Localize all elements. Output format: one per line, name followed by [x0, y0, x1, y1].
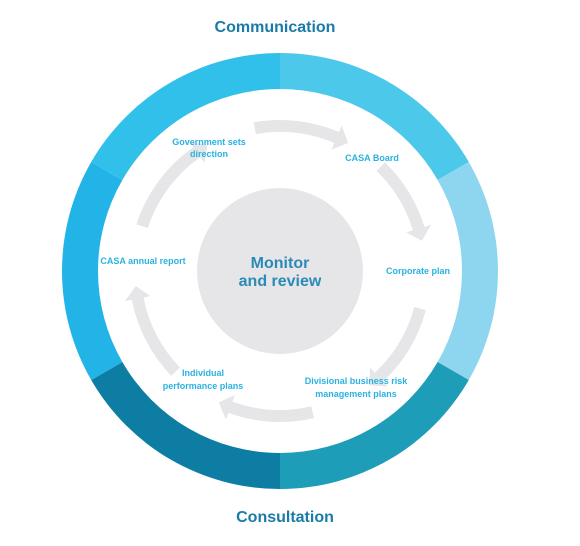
center-label-line2: and review [239, 273, 322, 290]
step-corporate-plan: Corporate plan [386, 266, 450, 276]
step-divisional-business-risk: Divisional business risk [305, 376, 409, 386]
step-government-sets-direction-line2: direction [190, 149, 228, 159]
arrow-individual-to-annual-report [124, 286, 181, 376]
step-individual-performance-plans: Individual [182, 368, 224, 378]
step-government-sets-direction: Government sets [172, 137, 246, 147]
ring-segment-top-right [280, 53, 469, 180]
cycle-arrows [124, 120, 432, 422]
arrow-corporate-plan-to-divisional [369, 306, 426, 387]
center-circle [197, 188, 363, 354]
arrow-government-to-casa-board [253, 120, 349, 150]
consultation-label: Consultation [236, 509, 334, 526]
step-divisional-business-risk-line2: management plans [315, 389, 397, 399]
ring-segment-top-left [91, 53, 281, 180]
step-casa-board: CASA Board [345, 153, 399, 163]
arrow-casa-board-to-corporate-plan [376, 162, 432, 241]
ring-segment-bottom-right [280, 362, 469, 489]
arrow-annual-report-to-government [136, 141, 208, 229]
communication-label: Communication [215, 19, 336, 36]
ring-segment-right [437, 162, 498, 380]
arrow-divisional-to-individual [218, 395, 314, 422]
step-individual-performance-plans-line2: performance plans [163, 381, 244, 391]
center-label-line1: Monitor [251, 255, 310, 272]
step-casa-annual-report: CASA annual report [100, 256, 185, 266]
ring-segment-bottom-left [91, 362, 281, 489]
ring-segment-left [61, 162, 123, 380]
outer-ring [61, 53, 498, 489]
